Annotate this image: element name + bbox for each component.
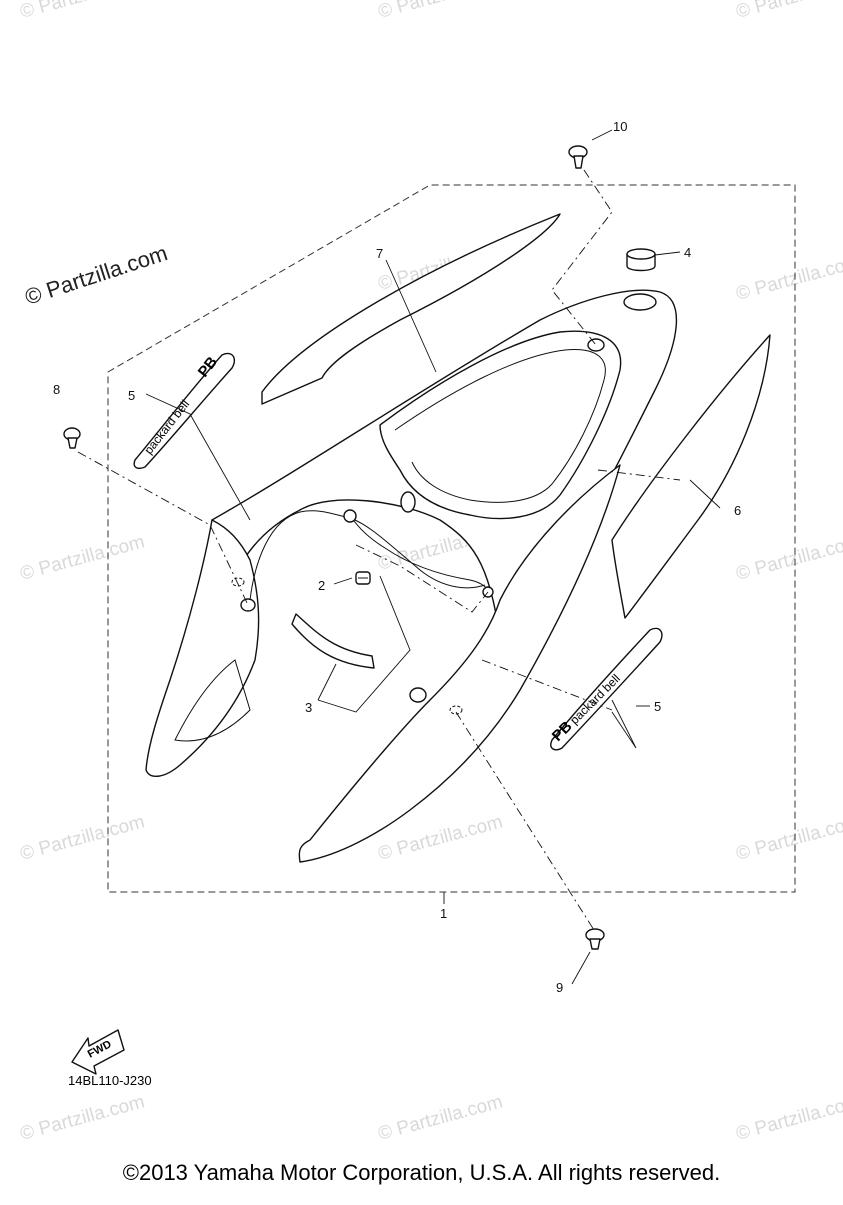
cowl-left-panel	[145, 519, 260, 777]
callout-3: 3	[305, 700, 312, 715]
watermark: © Partzilla.com	[376, 1091, 505, 1144]
watermark-grid: © Partzilla.com © Partzilla.com © Partzi…	[18, 0, 843, 1145]
assembly-frame	[107, 184, 796, 893]
left-panel-mount	[240, 598, 256, 612]
fwd-arrow: FWD	[71, 1029, 125, 1075]
panel-mount	[409, 687, 427, 703]
part-4-grommet	[626, 248, 656, 272]
callout-6: 6	[734, 503, 741, 518]
part-3-strip	[291, 613, 375, 669]
part-2-fastener	[355, 571, 371, 585]
watermark: © Partzilla.com	[18, 1091, 147, 1144]
decal-text: packard bell	[141, 397, 192, 457]
cowl-hole	[400, 491, 416, 513]
part-8-bolt	[63, 427, 81, 449]
callout-9: 9	[556, 980, 563, 995]
brand-watermark: © Partzilla.com	[22, 240, 171, 310]
grommet-hole	[623, 293, 657, 311]
decal-text: packard bell	[567, 671, 623, 727]
left-mount-hidden	[231, 577, 245, 587]
part-10-bolt	[568, 145, 588, 169]
part-1-seat-cowl	[145, 289, 678, 863]
watermark: © Partzilla.com	[734, 0, 843, 23]
cowl-right-panel	[298, 464, 621, 863]
watermark: © Partzilla.com	[376, 0, 505, 23]
right-mount-hidden	[449, 705, 463, 715]
leader-lines	[77, 129, 721, 985]
watermark: © Partzilla.com	[18, 531, 147, 584]
watermark: © Partzilla.com	[734, 531, 843, 584]
cowl-wire-lower	[351, 517, 491, 597]
callout-8: 8	[53, 382, 60, 397]
watermark: © Partzilla.com	[734, 251, 843, 304]
callout-5-right: 5	[654, 699, 661, 714]
diagram-code: 14BL110-J230	[68, 1073, 152, 1088]
part-7-stripe	[261, 213, 561, 405]
part-5-decal-right: packard bell PB	[549, 627, 663, 751]
callout-1: 1	[440, 906, 447, 921]
callout-5-left: 5	[128, 388, 135, 403]
wire-clip	[343, 509, 357, 523]
watermark: © Partzilla.com	[734, 1091, 843, 1144]
watermark: © Partzilla.com	[734, 811, 843, 864]
part-9-bolt	[585, 928, 605, 950]
callout-7: 7	[376, 246, 383, 261]
copyright-notice: ©2013 Yamaha Motor Corporation, U.S.A. A…	[122, 1160, 721, 1185]
left-panel-vent	[174, 659, 251, 742]
watermark: © Partzilla.com	[18, 811, 147, 864]
callout-2: 2	[318, 578, 325, 593]
callout-4: 4	[684, 245, 691, 260]
watermark: © Partzilla.com	[18, 0, 147, 23]
callout-10: 10	[613, 119, 627, 134]
part-6-stripe	[611, 334, 771, 619]
cowl-opening-inner	[394, 349, 606, 503]
part-5-decal-left: packard bell PB	[133, 352, 236, 469]
bolt-boss	[587, 338, 605, 352]
cowl-seat-opening	[379, 330, 622, 520]
